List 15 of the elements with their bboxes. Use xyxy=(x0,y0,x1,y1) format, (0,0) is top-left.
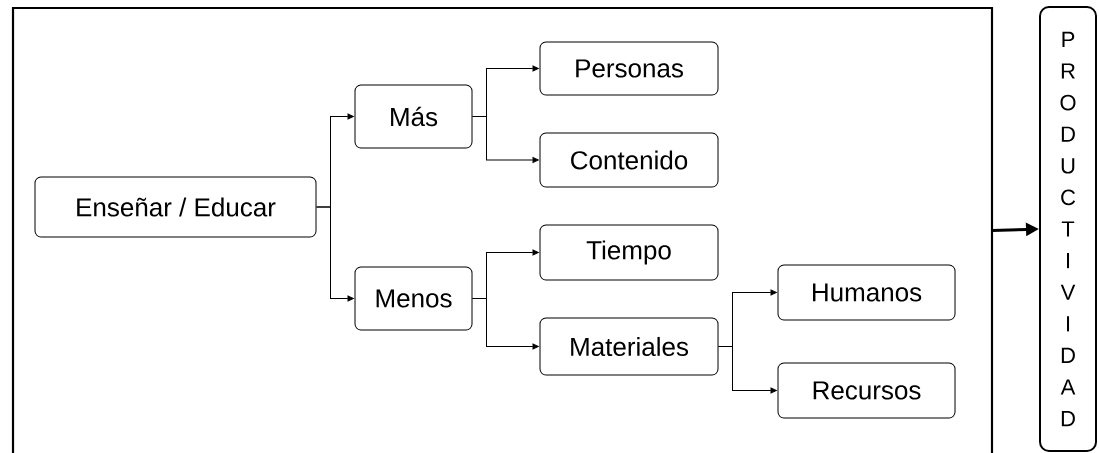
text-box: Contenido xyxy=(539,132,719,188)
arrow xyxy=(718,346,777,394)
vertical-text-box: PRODUCTIVIDAD xyxy=(1039,6,1097,452)
text-box: Menos xyxy=(354,266,473,331)
text-box: Humanos xyxy=(777,264,956,321)
text-box: Personas xyxy=(539,41,719,96)
arrow xyxy=(472,298,539,350)
text-box: Más xyxy=(354,84,473,149)
text-box: Enseñar / Educar xyxy=(34,176,317,238)
arrow xyxy=(316,206,354,302)
text-box: Materiales xyxy=(539,317,719,376)
arrow xyxy=(472,116,539,163)
text-box: Tiempo xyxy=(539,224,719,281)
frame-box xyxy=(11,6,994,453)
text-box: Recursos xyxy=(777,362,956,419)
